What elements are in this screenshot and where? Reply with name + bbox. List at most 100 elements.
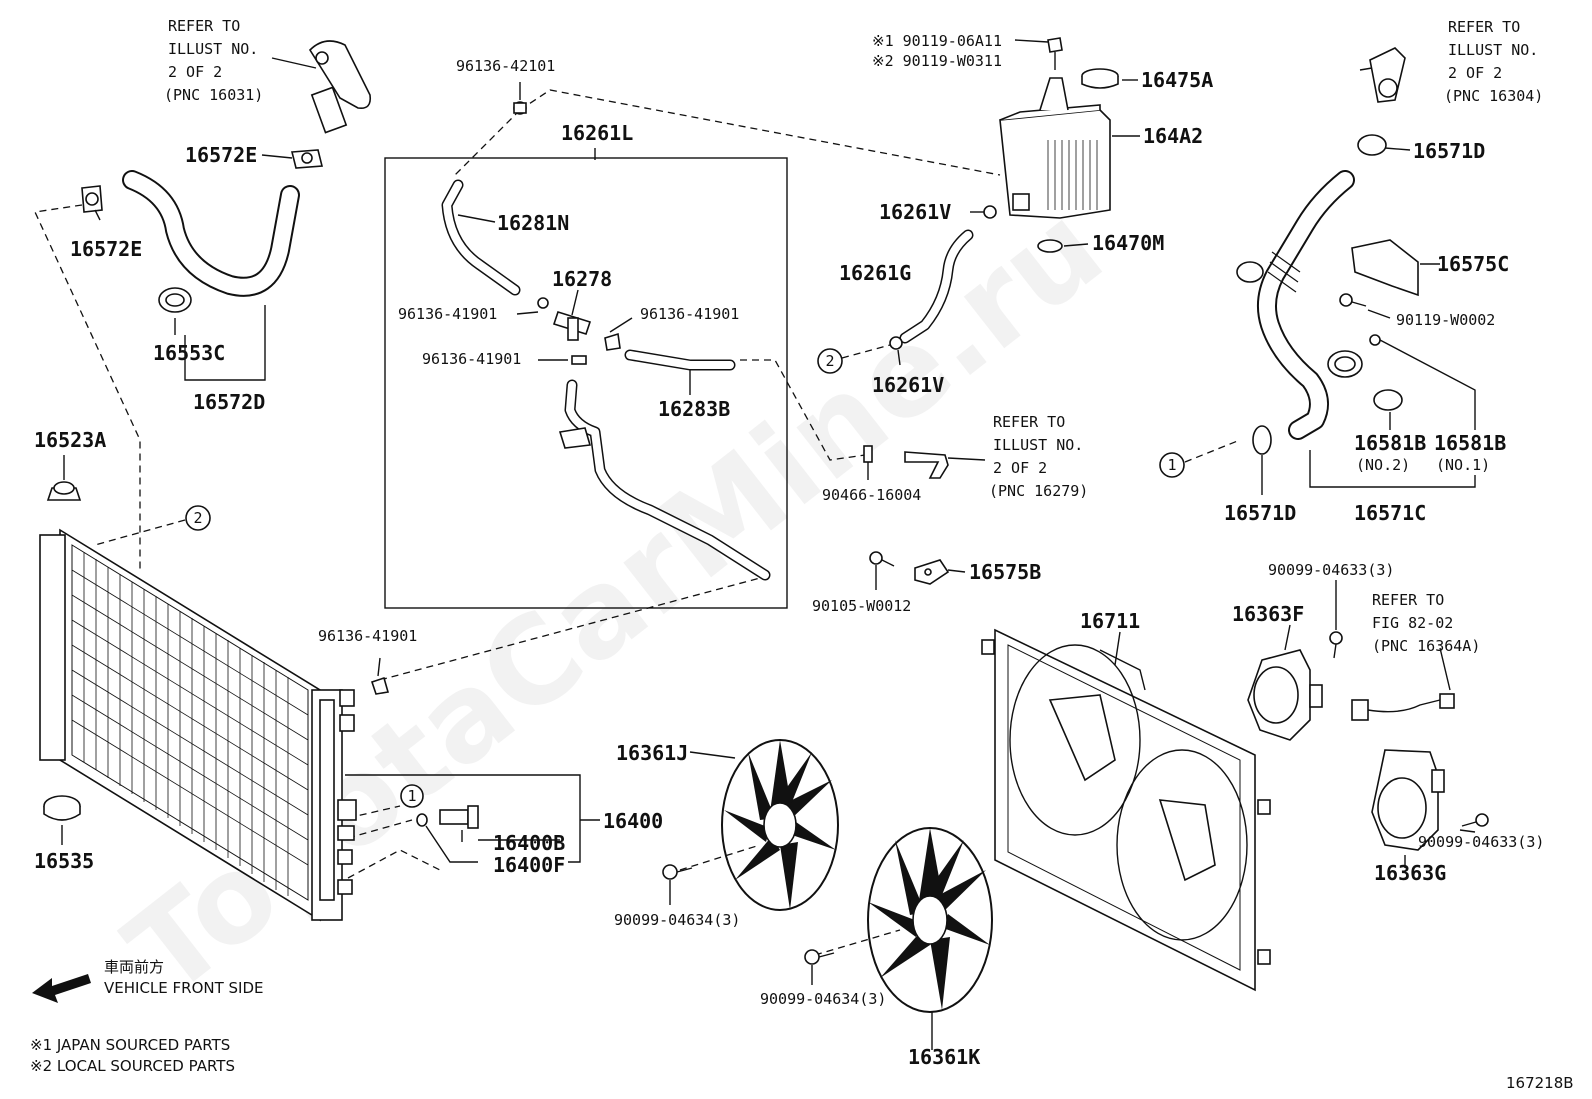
vehicle-front-label-jp: 車両前方 bbox=[104, 958, 164, 976]
clamp-16261v-top bbox=[983, 205, 997, 219]
bolt-90105-w0012 bbox=[869, 551, 895, 567]
svg-text:(PNC 16364A): (PNC 16364A) bbox=[1372, 637, 1480, 655]
refer-note-16031: REFER TO ILLUST NO. 2 OF 2 (PNC 16031) bbox=[164, 17, 263, 104]
clamp-16261v-bottom bbox=[889, 336, 903, 350]
bracket-16575c bbox=[1351, 239, 1419, 297]
label-90099-04634-b: 90099-04634(3) bbox=[760, 990, 886, 1008]
svg-text:ILLUST NO.: ILLUST NO. bbox=[168, 40, 258, 58]
bypass-hose-group-box bbox=[384, 157, 788, 609]
label-16571d-top: 16571D bbox=[1413, 139, 1485, 163]
hose-clamp-16553c bbox=[158, 287, 192, 313]
label-16470m: 16470M bbox=[1092, 231, 1164, 255]
dashed-leader-ref1-16571d bbox=[1184, 439, 1241, 463]
hose-16261g bbox=[899, 229, 974, 344]
svg-text:REFER TO: REFER TO bbox=[993, 413, 1065, 431]
label-16281n: 16281N bbox=[497, 211, 569, 235]
label-16571d-bottom: 16571D bbox=[1224, 501, 1296, 525]
label-16475a: 16475A bbox=[1141, 68, 1213, 92]
bolt-90119-06a11 bbox=[1047, 37, 1063, 70]
dashed-leader-fan-bolt-a bbox=[679, 844, 761, 871]
label-16575b: 16575B bbox=[969, 560, 1041, 584]
radiator-cap-16523a bbox=[46, 455, 82, 501]
svg-text:(PNC 16304): (PNC 16304) bbox=[1444, 87, 1543, 105]
label-16261v-top: 16261V bbox=[879, 200, 951, 224]
water-outlet-16031 bbox=[308, 40, 372, 134]
refer-note-16279: REFER TO ILLUST NO. 2 OF 2 (PNC 16279) bbox=[989, 413, 1088, 500]
bolt-90099-04634-b bbox=[804, 949, 835, 965]
label-16363f: 16363F bbox=[1232, 602, 1304, 626]
label-16535: 16535 bbox=[34, 849, 94, 873]
label-16363g: 16363G bbox=[1374, 861, 1446, 885]
bolt-90099-04634-a bbox=[662, 864, 693, 880]
refer-note-16304: REFER TO ILLUST NO. 2 OF 2 (PNC 16304) bbox=[1444, 18, 1543, 105]
fan-blade-16361j bbox=[721, 739, 839, 911]
figure-id: 167218B bbox=[1506, 1074, 1574, 1092]
hose-clamp-16571d-bottom bbox=[1252, 425, 1272, 455]
dashed-leader-drain-c bbox=[347, 849, 441, 879]
label-16581b-no2-sub: (NO.2) bbox=[1356, 456, 1410, 474]
label-16400f: 16400F bbox=[493, 853, 565, 877]
label-16581b-no2: 16581B bbox=[1354, 431, 1426, 455]
label-16581b-no1-sub: (NO.1) bbox=[1436, 456, 1490, 474]
svg-text:REFER TO: REFER TO bbox=[1448, 18, 1520, 36]
vehicle-front-arrow-icon bbox=[32, 974, 91, 1003]
label-90466-16004: 90466-16004 bbox=[822, 486, 921, 504]
label-16711: 16711 bbox=[1080, 609, 1140, 633]
label-90099-04633-b: 90099-04633(3) bbox=[1418, 833, 1544, 851]
water-inlet-16304 bbox=[1359, 47, 1406, 103]
hose-union-16278 bbox=[552, 289, 592, 341]
label-16572e-top: 16572E bbox=[185, 143, 257, 167]
hose-clamp-ring bbox=[1236, 261, 1264, 283]
reservoir-cap-16475a bbox=[1081, 68, 1119, 89]
hose-16283b bbox=[624, 349, 736, 371]
label-90119-w0311: ※2 90119-W0311 bbox=[872, 52, 1002, 70]
clip-96136-42101 bbox=[513, 101, 527, 115]
fan-blade-16361k bbox=[867, 827, 993, 1013]
fan-connector-16364a bbox=[1351, 693, 1455, 721]
svg-text:REFER TO: REFER TO bbox=[1372, 591, 1444, 609]
circle-ref-2-radiator: 2 bbox=[185, 505, 211, 531]
label-16400b: 16400B bbox=[493, 831, 565, 855]
label-90099-04634-a: 90099-04634(3) bbox=[614, 911, 740, 929]
reservoir-cap-16470m bbox=[1037, 239, 1063, 253]
bolt-90099-04633-b bbox=[1461, 813, 1489, 827]
footnote-local-sourced: ※2 LOCAL SOURCED PARTS bbox=[30, 1057, 235, 1075]
pipe-16279 bbox=[904, 451, 949, 479]
bracket-16575b bbox=[914, 559, 950, 585]
svg-text:(PNC 16031): (PNC 16031) bbox=[164, 86, 263, 104]
hose-clamp-16581b-no2 bbox=[1373, 389, 1403, 411]
hose-clamp-16571d-top bbox=[1357, 134, 1387, 156]
label-16361k: 16361K bbox=[908, 1045, 980, 1069]
label-90119-06a11: ※1 90119-06A11 bbox=[872, 32, 1002, 50]
bolt-90099-04633-a bbox=[1329, 631, 1343, 659]
label-96136-42101: 96136-42101 bbox=[456, 57, 555, 75]
svg-text:2 OF 2: 2 OF 2 bbox=[168, 63, 222, 81]
hose-clamp-16581b-no1 bbox=[1327, 334, 1381, 378]
hose-clamp-16572e-left bbox=[81, 185, 103, 213]
dashed-leader-radiator-hose bbox=[379, 577, 761, 681]
svg-text:1: 1 bbox=[407, 787, 416, 805]
refer-note-16364a: REFER TO FIG 82-02 (PNC 16364A) bbox=[1372, 591, 1480, 655]
label-16261g: 16261G bbox=[839, 261, 911, 285]
svg-text:2: 2 bbox=[193, 509, 202, 527]
vehicle-front-label-en: VEHICLE FRONT SIDE bbox=[104, 979, 264, 997]
label-96136-41901-b: 96136-41901 bbox=[640, 305, 739, 323]
clip-96136-41901-c bbox=[571, 355, 587, 365]
circle-ref-1-drain: 1 bbox=[400, 784, 424, 808]
fan-shroud-16711 bbox=[981, 628, 1271, 992]
label-96136-41901-a: 96136-41901 bbox=[398, 305, 497, 323]
svg-text:2: 2 bbox=[825, 352, 834, 370]
svg-text:2 OF 2: 2 OF 2 bbox=[1448, 64, 1502, 82]
label-16523a: 16523A bbox=[34, 428, 106, 452]
radiator-plug-16535 bbox=[43, 795, 81, 845]
label-16261l: 16261L bbox=[561, 121, 633, 145]
label-16572e-left: 16572E bbox=[70, 237, 142, 261]
watermark: ToyotaCarMine.ru bbox=[102, 179, 1128, 1023]
label-16261v-bottom: 16261V bbox=[872, 373, 944, 397]
svg-text:2 OF 2: 2 OF 2 bbox=[993, 459, 1047, 477]
label-96136-41901-c: 96136-41901 bbox=[422, 350, 521, 368]
fan-motor-16363f bbox=[1247, 649, 1323, 741]
radiator-assembly bbox=[39, 528, 357, 922]
label-96136-41901-d: 96136-41901 bbox=[318, 627, 417, 645]
